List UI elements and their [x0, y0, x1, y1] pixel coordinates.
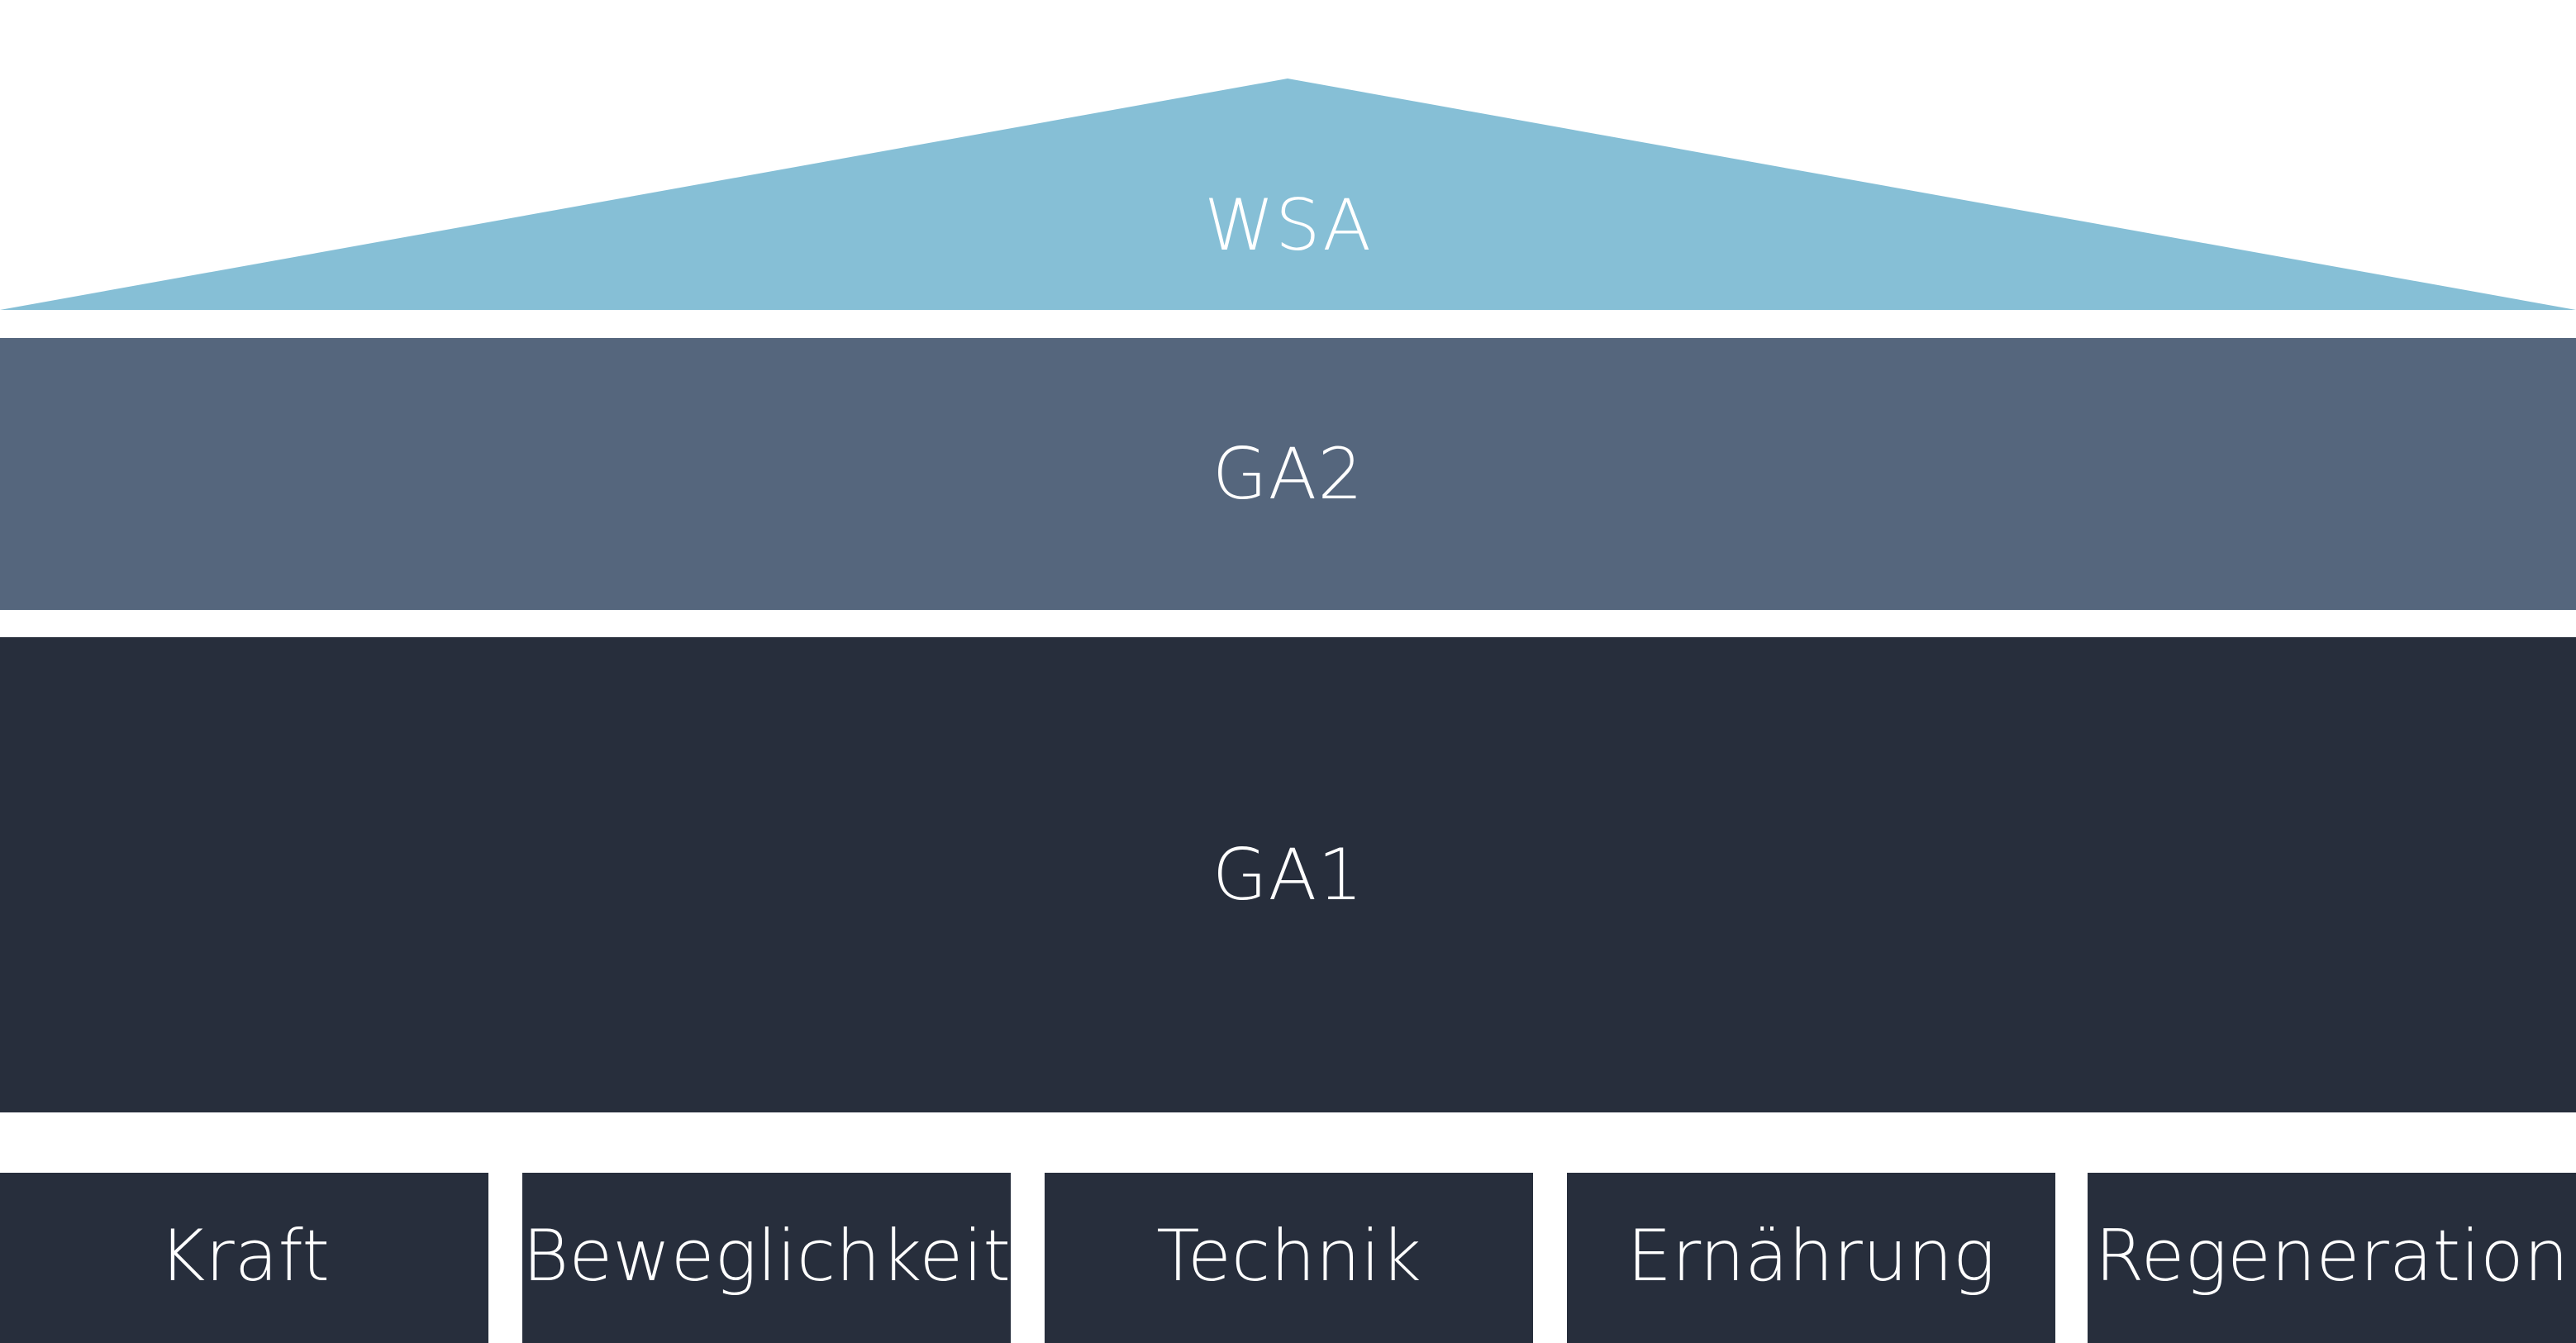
- level-ga2-label: GA2: [1212, 432, 1364, 516]
- pillar-label: Ernährung: [1626, 1215, 1996, 1298]
- level-ga2: GA2: [0, 338, 2576, 610]
- pillar-technik: Technik: [1045, 1173, 1533, 1343]
- pillar-ernaehrung: Ernährung: [1567, 1173, 2055, 1343]
- roof-shape: [0, 79, 2576, 310]
- level-ga1-label: GA1: [1212, 833, 1364, 917]
- pillar-kraft: Kraft: [0, 1173, 488, 1343]
- roof-triangle: [0, 79, 2576, 310]
- pillar-label: Regeneration: [2094, 1215, 2569, 1298]
- pillars-row: Kraft Beweglichkeit Technik Ernährung Re…: [0, 1173, 2576, 1343]
- pillar-label: Kraft: [159, 1215, 330, 1298]
- level-ga1: GA1: [0, 637, 2576, 1112]
- roof-wsa: WSA: [0, 79, 2576, 310]
- pillar-regeneration: Regeneration: [2088, 1173, 2576, 1343]
- pillar-beweglichkeit: Beweglichkeit: [522, 1173, 1011, 1343]
- roof-label: WSA: [1203, 184, 1373, 267]
- pillar-label: Technik: [1156, 1215, 1421, 1298]
- pillar-label: Beweglichkeit: [522, 1215, 1011, 1298]
